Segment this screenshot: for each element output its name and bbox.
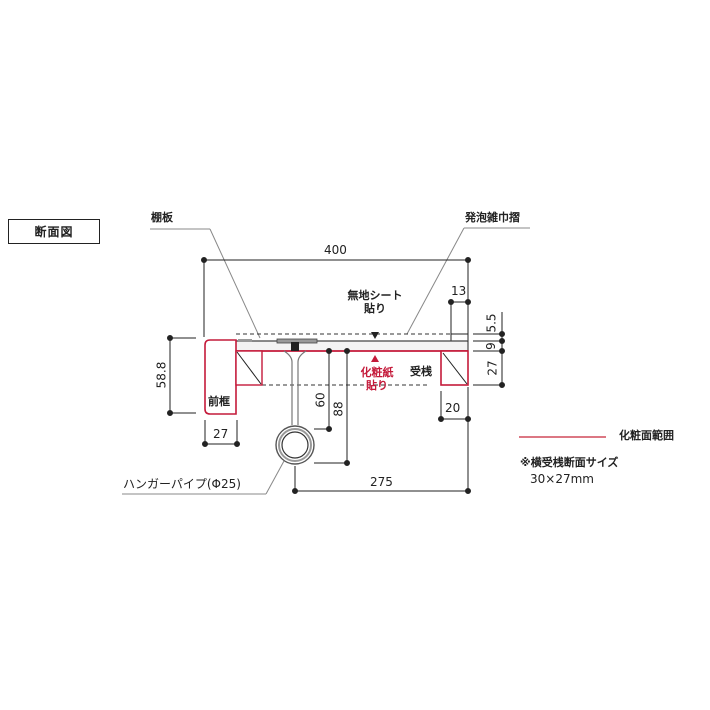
shelf-board [236, 339, 469, 352]
plain-sheet-arrow [371, 332, 379, 339]
section-title-box: 断面図 [8, 219, 100, 244]
hanger-pipe-leader [122, 460, 285, 495]
foam-skirting-leader [406, 227, 530, 335]
dim-27-right-label: 27 [485, 360, 500, 376]
pipe-bracket [276, 338, 318, 425]
legend-line-label: 化粧面範囲 [619, 429, 674, 442]
dim-20-label: 20 [445, 401, 461, 415]
support-bar-right [440, 350, 469, 386]
front-frame-label: 前框 [208, 395, 230, 408]
decor-paper-arrow [371, 355, 379, 362]
plain-sheet-label: 無地シート 貼り [347, 289, 403, 315]
foam-skirting-label: 発泡雑巾摺 [465, 211, 520, 224]
hanger-pipe [275, 425, 315, 465]
dim-58-8-label: 58.8 [154, 361, 169, 389]
dim-9-label: 9 [483, 342, 498, 350]
dim-275-label: 275 [370, 475, 393, 489]
dim-27-front-label: 27 [213, 427, 229, 441]
support-bar-label: 受桟 [410, 365, 432, 378]
dim-88-label: 88 [331, 401, 346, 417]
dashed-reference-lines [236, 333, 451, 386]
dim-27-front [202, 420, 240, 447]
dim-58-8 [167, 335, 196, 416]
dim-right-stack [473, 312, 505, 388]
foam-skirting [450, 333, 469, 342]
dim-60-label: 60 [313, 392, 328, 408]
shelf-board-label: 棚板 [151, 211, 173, 224]
shelf-board-leader [150, 228, 261, 339]
dim-20 [438, 391, 471, 422]
dim-13 [448, 299, 471, 336]
dim-400-label: 400 [324, 243, 347, 257]
dim-400 [201, 257, 471, 337]
hanger-pipe-label: ハンガーパイプ(Φ25) [123, 477, 241, 491]
dim-5-5-label: 5.5 [484, 313, 499, 333]
dim-275 [292, 387, 471, 494]
legend-note: ※横受桟断面サイズ 30×27mm [520, 456, 619, 486]
dim-60-88 [314, 348, 350, 466]
front-frame [204, 339, 263, 415]
section-title: 断面図 [34, 225, 74, 239]
decor-paper-label: 化粧紙 貼り [360, 366, 394, 392]
dim-13-label: 13 [451, 284, 467, 298]
